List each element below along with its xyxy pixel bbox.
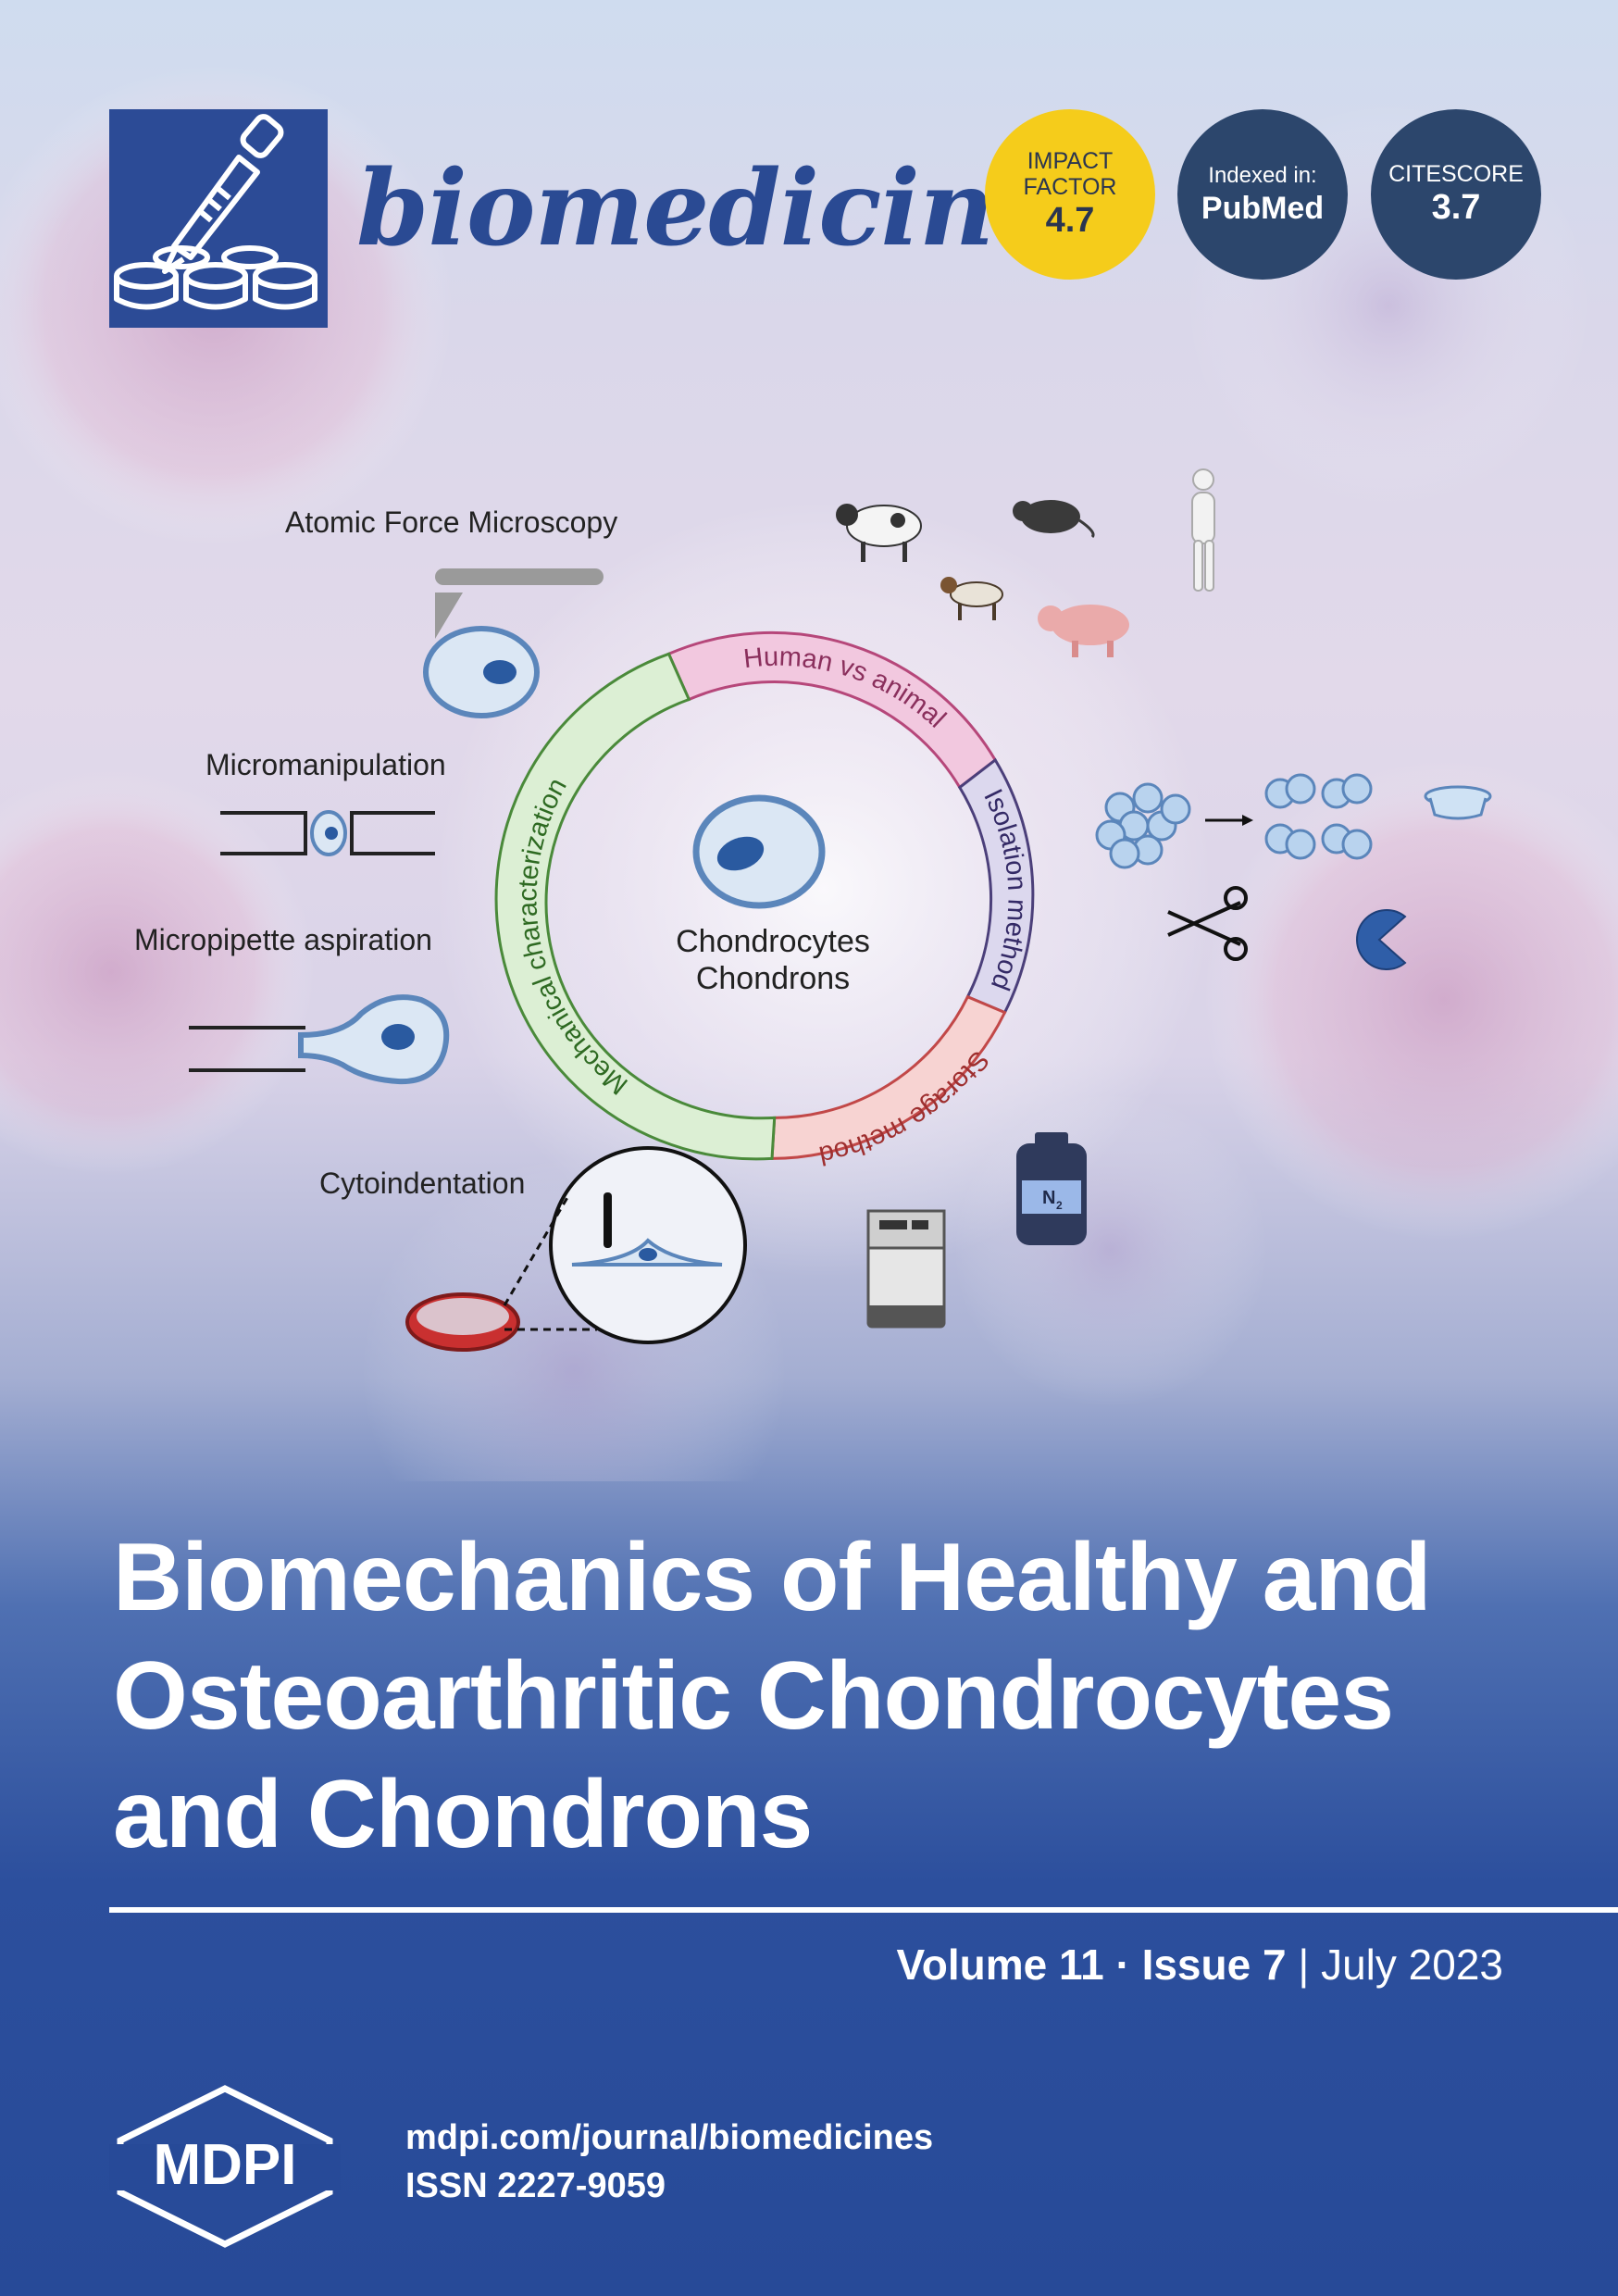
title-line-3: and Chondrons bbox=[113, 1761, 813, 1868]
citescore-label: CITESCORE bbox=[1388, 161, 1524, 187]
label-micromanipulation: Micromanipulation bbox=[205, 748, 446, 781]
freezer-icon bbox=[866, 1209, 946, 1329]
label-cytoindentation: Cytoindentation bbox=[319, 1167, 526, 1200]
center-label-chondrocytes: Chondrocytes bbox=[676, 924, 870, 959]
animal-sources-icons bbox=[836, 468, 1215, 657]
mdpi-wordmark: MDPI bbox=[154, 2133, 297, 2197]
impact-factor-line2: FACTOR bbox=[1023, 174, 1117, 200]
citescore-badge: CITESCORE 3.7 bbox=[1371, 109, 1541, 280]
nitrogen-label: N bbox=[1042, 1188, 1055, 1208]
cover-illustration: Human vs animal Isolation method Storage… bbox=[0, 65, 1618, 1481]
pubmed-label: PubMed bbox=[1201, 191, 1325, 226]
pig-icon bbox=[1038, 605, 1129, 657]
indexed-in-label: Indexed in: bbox=[1208, 163, 1317, 188]
title-divider bbox=[109, 1907, 1618, 1913]
label-atomic-force-microscopy: Atomic Force Microscopy bbox=[285, 505, 618, 539]
cytoindentation-icon bbox=[405, 1146, 747, 1352]
issue-label: Issue 7 bbox=[1141, 1940, 1287, 1989]
pubmed-badge: Indexed in: PubMed bbox=[1177, 109, 1348, 280]
cell-strainer-icon bbox=[1424, 785, 1492, 820]
center-label-chondrons: Chondrons bbox=[696, 961, 850, 996]
isolated-cells-icon bbox=[1264, 773, 1373, 860]
impact-factor-line1: IMPACT bbox=[1027, 148, 1114, 174]
isolation-method-icons bbox=[1095, 773, 1492, 970]
label-micropipette-aspiration: Micropipette aspiration bbox=[134, 923, 432, 956]
issue-info: Volume 11 · Issue 7 | July 2023 bbox=[897, 1940, 1503, 1990]
micropipette-aspiration-icon bbox=[189, 994, 450, 1085]
dog-icon bbox=[940, 577, 1003, 620]
afm-cantilever-icon bbox=[423, 568, 604, 718]
volume-issue-separator: · bbox=[1115, 1940, 1130, 1989]
impact-factor-badge: IMPACT FACTOR 4.7 bbox=[985, 109, 1155, 280]
issue-divider: | bbox=[1298, 1940, 1310, 1989]
issn-number: ISSN 2227-9059 bbox=[405, 2166, 666, 2205]
journal-url[interactable]: mdpi.com/journal/biomedicines bbox=[405, 2118, 934, 2157]
article-title: Biomechanics of Healthy and Osteoarthrit… bbox=[113, 1518, 1557, 1874]
cow-icon bbox=[836, 504, 922, 562]
center-chondrocyte-icon bbox=[692, 794, 826, 909]
enzyme-icon bbox=[1356, 909, 1407, 970]
cell-cluster-icon bbox=[1095, 782, 1191, 869]
mdpi-logo: MDPI bbox=[109, 2083, 341, 2250]
rat-icon bbox=[1013, 500, 1095, 539]
title-line-1: Biomechanics of Healthy and bbox=[113, 1524, 1432, 1631]
scissors-icon bbox=[1167, 886, 1248, 961]
pipette-icon bbox=[114, 114, 317, 310]
arrow-right-icon bbox=[1205, 815, 1253, 826]
citescore-value: 3.7 bbox=[1431, 188, 1481, 227]
micromanipulation-icon bbox=[220, 810, 435, 856]
title-line-2: Osteoarthritic Chondrocytes bbox=[113, 1642, 1394, 1750]
human-icon bbox=[1191, 468, 1215, 592]
liquid-nitrogen-tank-icon: N 2 bbox=[1016, 1132, 1087, 1245]
storage-method-icons: N 2 bbox=[866, 1132, 1087, 1329]
issue-date: July 2023 bbox=[1321, 1940, 1503, 1989]
nitrogen-subscript: 2 bbox=[1056, 1199, 1063, 1212]
volume-label: Volume 11 bbox=[896, 1940, 1104, 1989]
impact-factor-value: 4.7 bbox=[1045, 201, 1095, 240]
journal-logo bbox=[109, 109, 328, 328]
